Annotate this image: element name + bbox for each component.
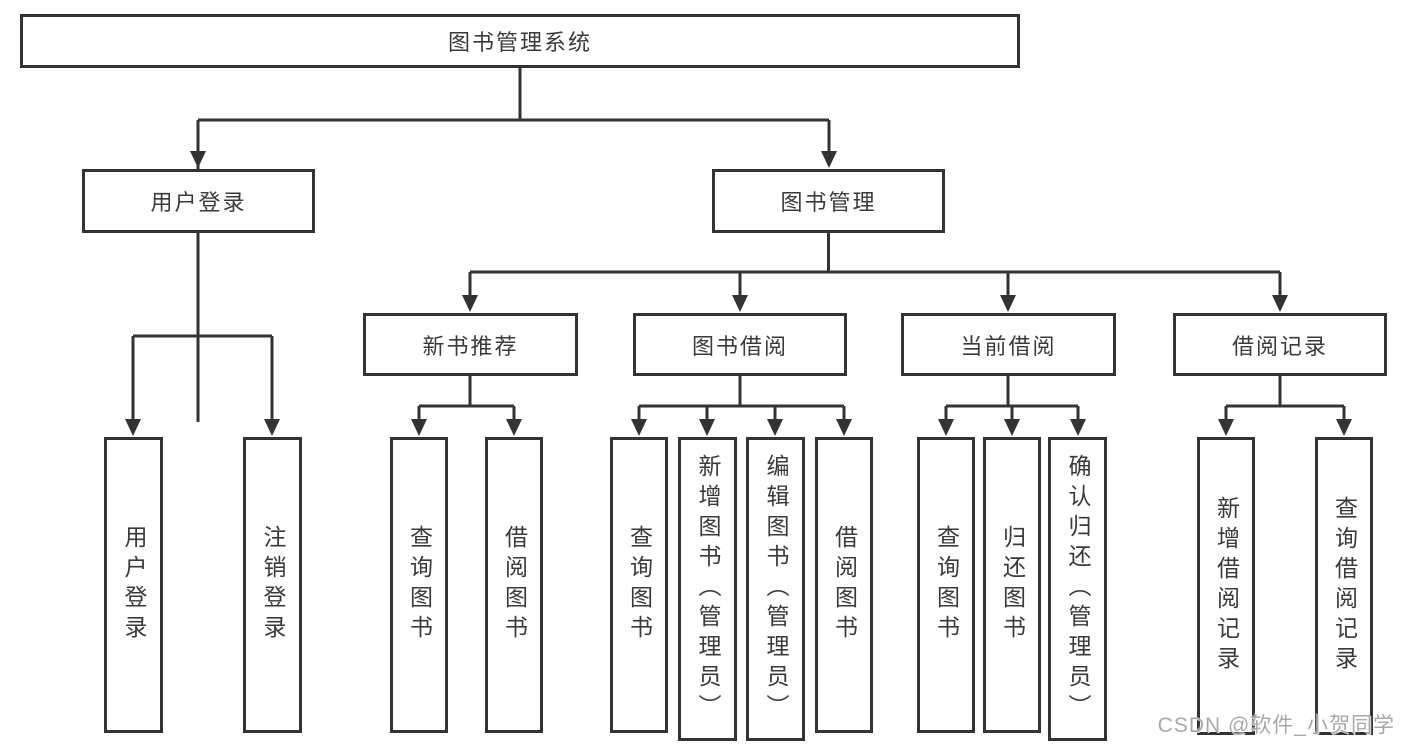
leaf-label: 查询图书 <box>406 525 433 645</box>
arrow-icon <box>699 419 715 436</box>
arrow-icon <box>631 419 647 436</box>
arrowheads <box>125 151 1352 436</box>
node-new-book-recommend: 新书推荐 <box>363 313 578 376</box>
leaf-borrow-books: 借阅图书 <box>815 437 873 733</box>
connector-user-login <box>131 233 274 425</box>
arrow-icon <box>1004 419 1020 436</box>
leaf-add-books-admin: 新增图书（管理员） <box>678 437 737 741</box>
connector-current-borrow <box>944 376 1080 425</box>
arrow-icon <box>125 419 141 436</box>
node-book-borrow: 图书借阅 <box>633 313 847 376</box>
arrow-icon <box>506 419 522 436</box>
leaf-logout: 注销登录 <box>243 437 302 733</box>
leaf-query-books-recommend: 查询图书 <box>390 437 448 733</box>
node-label: 新书推荐 <box>422 333 519 359</box>
connector-root <box>196 68 831 422</box>
leaf-user-login: 用户登录 <box>104 437 163 733</box>
leaf-label: 借阅图书 <box>831 525 858 645</box>
arrow-icon <box>1218 419 1234 436</box>
node-label: 当前借阅 <box>960 333 1057 359</box>
arrow-icon <box>1336 419 1352 436</box>
leaf-query-borrow-record: 查询借阅记录 <box>1315 437 1373 735</box>
arrow-icon <box>462 295 478 312</box>
leaf-query-books-borrow: 查询图书 <box>610 437 668 733</box>
node-current-borrow: 当前借阅 <box>901 313 1116 376</box>
leaf-label: 新增借阅记录 <box>1213 496 1240 676</box>
node-user-login: 用户登录 <box>82 169 315 233</box>
node-label: 图书借阅 <box>691 333 788 359</box>
csdn-watermark: CSDN @软件_小贺同学 <box>1157 714 1395 737</box>
connector-book-borrow <box>637 376 846 425</box>
leaf-label: 编辑图书（管理员） <box>763 454 789 724</box>
arrow-icon <box>767 419 783 436</box>
node-label: 图书管理 <box>780 190 877 215</box>
arrow-icon <box>190 151 206 168</box>
arrow-icon <box>411 419 427 436</box>
connector-borrow-records <box>1224 376 1346 425</box>
node-label: 借阅记录 <box>1231 333 1328 359</box>
leaf-label: 查询借阅记录 <box>1331 496 1358 676</box>
leaf-borrow-books-recommend: 借阅图书 <box>485 437 543 733</box>
arrow-icon <box>1000 295 1016 312</box>
leaf-label: 用户登录 <box>121 525 147 645</box>
leaf-add-borrow-record: 新增借阅记录 <box>1197 437 1255 735</box>
leaf-label: 查询图书 <box>626 525 653 645</box>
leaf-label: 新增图书（管理员） <box>695 454 721 724</box>
arrow-icon <box>821 151 837 168</box>
leaf-confirm-return-admin: 确认归还（管理员） <box>1048 437 1107 741</box>
leaf-label: 归还图书 <box>999 525 1026 645</box>
arrow-icon <box>1070 419 1086 436</box>
node-label: 用户登录 <box>150 190 247 215</box>
arrow-icon <box>836 419 852 436</box>
leaf-label: 借阅图书 <box>501 525 528 645</box>
leaf-return-books: 归还图书 <box>983 437 1041 733</box>
node-book-management: 图书管理 <box>712 169 945 233</box>
arrow-icon <box>1272 295 1288 312</box>
connector-book-management <box>468 233 1282 301</box>
leaf-edit-books-admin: 编辑图书（管理员） <box>746 437 805 741</box>
leaf-label: 注销登录 <box>260 525 286 645</box>
arrow-icon <box>938 419 954 436</box>
leaf-query-books-current: 查询图书 <box>917 437 975 733</box>
leaf-label: 确认归还（管理员） <box>1065 454 1091 724</box>
leaf-label: 查询图书 <box>933 525 960 645</box>
arrow-icon <box>732 295 748 312</box>
node-root-library-system: 图书管理系统 <box>20 14 1020 68</box>
connector-new-book <box>417 376 516 425</box>
arrow-icon <box>264 419 280 436</box>
node-borrow-records: 借阅记录 <box>1173 313 1387 376</box>
node-label: 图书管理系统 <box>447 30 592 55</box>
